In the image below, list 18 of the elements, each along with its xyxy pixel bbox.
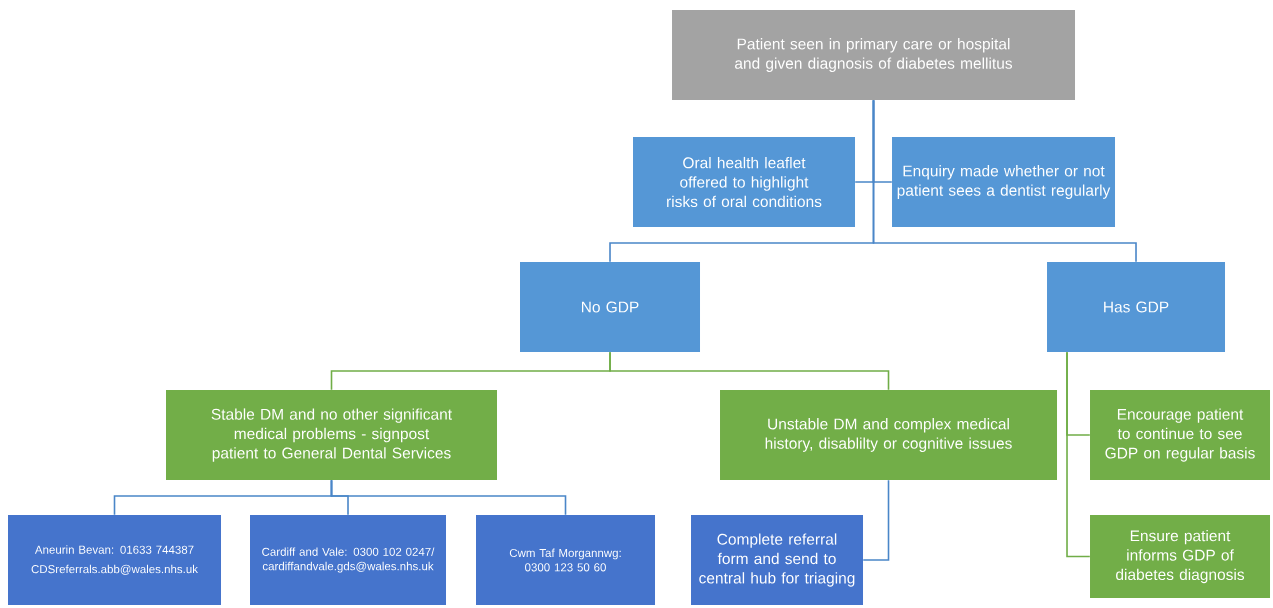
- connector-line: [1066, 351, 1091, 558]
- process-box: Cwm Taf Morgannwg: 0300 123 50 60: [476, 515, 655, 605]
- process-box: Stable DM and no other significant medical problems - signpost patient to General Dental Services: [166, 390, 497, 480]
- connector-line: [330, 479, 567, 516]
- connector-line: [862, 479, 890, 561]
- process-box: Has GDP: [1047, 262, 1225, 352]
- process-box: Enquiry made whether or not patient sees a dentist regularly: [892, 137, 1115, 227]
- process-box: Cardiff and Vale: 0300 102 0247/ cardiffandvale.gds@wales.nhs.uk: [250, 515, 446, 605]
- connector-line: [609, 351, 890, 391]
- process-box: Aneurin Bevan: 01633 744387 CDSreferrals.abb@wales.nhs.uk: [8, 515, 221, 605]
- process-box: No GDP: [520, 262, 700, 352]
- process-box: Unstable DM and complex medical history, disablilty or cognitive issues: [720, 390, 1057, 480]
- process-box: Patient seen in primary care or hospital and given diagnosis of diabetes mellitus: [672, 10, 1075, 100]
- connector-line: [872, 99, 1137, 263]
- process-box: Ensure patient informs GDP of diabetes diagnosis: [1090, 515, 1270, 598]
- process-box: Encourage patient to continue to see GDP on regular basis: [1090, 390, 1270, 480]
- process-box: Oral health leaflet offered to highlight risks of oral conditions: [633, 137, 855, 227]
- process-box: Complete referral form and send to central hub for triaging: [691, 515, 863, 605]
